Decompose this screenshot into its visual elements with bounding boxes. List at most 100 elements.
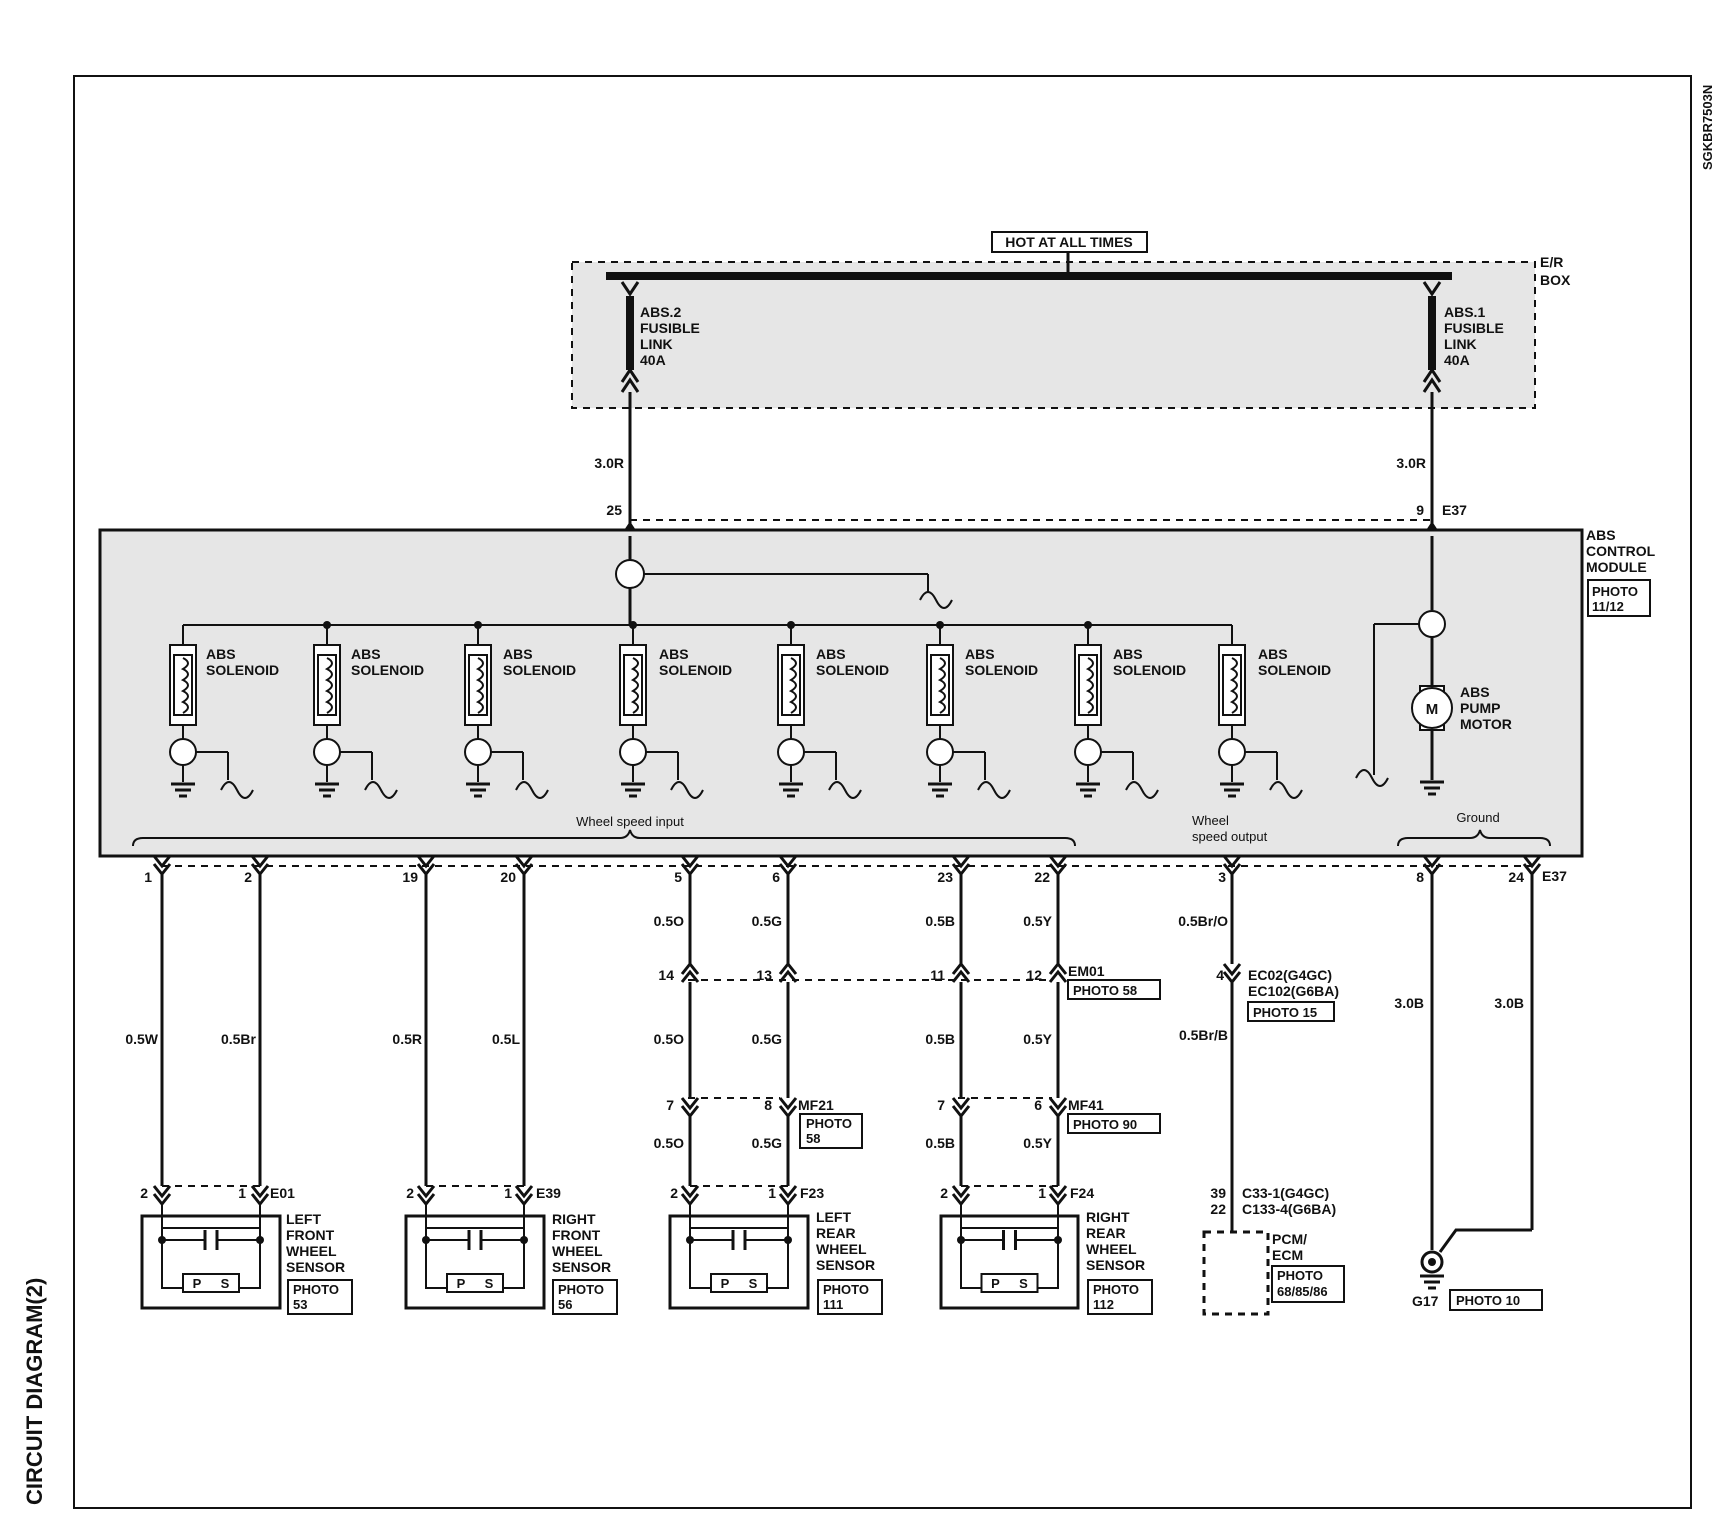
ground-g17-icon (1420, 1250, 1444, 1290)
pin-5: 5 (674, 869, 682, 885)
em01-pin-12: 12 (1026, 967, 1042, 983)
sensor-3-photo-1: PHOTO (823, 1282, 869, 1297)
mf21-pin-8: 8 (764, 1097, 772, 1113)
pcm-pin-22: 22 (1210, 1201, 1226, 1217)
doc-code: SGKBR7503N (1700, 85, 1715, 170)
wire-c23c: 0.5B (925, 1135, 955, 1151)
sensor-3-label-3: WHEEL (816, 1241, 867, 1257)
page-frame (73, 75, 1692, 1509)
solenoid-8-transistor (1218, 738, 1246, 766)
sensor-2-label-4: SENSOR (552, 1259, 611, 1275)
solenoid-8-label-a: ABS (1258, 646, 1288, 662)
abs-solenoid-8 (1218, 625, 1303, 799)
em01-pin-14: 14 (658, 967, 674, 983)
em01-pin-13: 13 (756, 967, 772, 983)
mf21-name: MF21 (798, 1097, 834, 1113)
sensor-3-label-4: SENSOR (816, 1257, 875, 1273)
wheel-speed-output-label-1: Wheel (1192, 813, 1229, 828)
solenoid-7-label-a: ABS (1113, 646, 1143, 662)
mf41-pin-7: 7 (937, 1097, 945, 1113)
sensor-1-ps-box (182, 1273, 240, 1293)
sensor-3-label-2: REAR (816, 1225, 856, 1241)
mf21-photo-1: PHOTO (806, 1116, 852, 1131)
abs-solenoid-7 (1074, 625, 1159, 799)
wire-pin-5-em01-chevron-b (680, 969, 700, 983)
solenoid-4-label-a: ABS (659, 646, 689, 662)
sensor-4-pin-2: 2 (940, 1185, 948, 1201)
sensor-3-photo-2: 111 (823, 1297, 843, 1312)
abs-control-module (98, 528, 1584, 858)
sensor-3-label-1: LEFT (816, 1209, 851, 1225)
wire-pin-5-em01-chevron (680, 961, 700, 975)
main-relay-transistor (615, 559, 645, 589)
solenoid-3-label-a: ABS (503, 646, 533, 662)
pump-motor-symbol: M (1426, 701, 1439, 718)
wire-c22b: 0.5Y (1023, 1031, 1052, 1047)
ground-photo-box (1449, 1289, 1543, 1311)
module-pin-chevron-7 (951, 855, 971, 869)
pin-3: 3 (1218, 869, 1226, 885)
sensor-2-photo-2: 56 (558, 1297, 572, 1312)
wire-pin-23-em01-chevron (951, 961, 971, 975)
solenoid-1-label-b: SOLENOID (206, 662, 279, 678)
sensor-2-label-1: RIGHT (552, 1211, 596, 1227)
pump-label-3: MOTOR (1460, 716, 1512, 732)
mf41-photo-box (1067, 1113, 1161, 1134)
solenoid-7-label-b: SOLENOID (1113, 662, 1186, 678)
fuse-abs2-line2: FUSIBLE (640, 320, 700, 336)
module-pin-chevron-5 (680, 855, 700, 869)
ec02-line1: EC02(G4GC) (1248, 967, 1332, 983)
mf41-pin-6: 6 (1034, 1097, 1042, 1113)
sensor-1-p: P (193, 1276, 202, 1291)
wire-pin-6-em01-chevron-b (778, 969, 798, 983)
sensor-4-connector: F24 (1070, 1185, 1094, 1201)
wire-pin-5-mf-chevron (680, 1097, 700, 1111)
wire-pin-19-sensor-chevron (416, 1185, 436, 1199)
sensor-4-p: P (991, 1276, 1000, 1291)
fusible-link-abs2 (620, 281, 640, 393)
module-pin-chevron-1 (152, 855, 172, 869)
wire-c22a: 0.5Y (1023, 913, 1052, 929)
abs-solenoid-1 (169, 625, 254, 799)
em01-photo-box (1067, 979, 1161, 1000)
em01-photo: PHOTO 58 (1073, 983, 1137, 998)
pin-8: 8 (1416, 869, 1424, 885)
wire-pin-6-mf-chevron (778, 1097, 798, 1111)
fuse-abs1-line2: FUSIBLE (1444, 320, 1504, 336)
wire-pin-20-sensor-chevron (514, 1185, 534, 1199)
ec02-photo: PHOTO 15 (1253, 1005, 1317, 1020)
abs-solenoid-2 (313, 625, 398, 799)
wire-g2: 3.0B (1494, 995, 1524, 1011)
em01-pin-11: 11 (930, 967, 945, 983)
sensor-4-label-4: SENSOR (1086, 1257, 1145, 1273)
sensor-1-label-2: FRONT (286, 1227, 335, 1243)
sensor-4-ps-box (980, 1273, 1039, 1293)
sensor-1-photo-box (287, 1279, 353, 1315)
er-box: E/R BOX (571, 254, 1571, 409)
module-pin-chevron-10 (1422, 855, 1442, 869)
sensor-4-photo-2: 112 (1093, 1297, 1114, 1312)
feed-left-wire: 3.0R (594, 455, 624, 471)
wire-c23b: 0.5B (925, 1031, 955, 1047)
ground-photo: PHOTO 10 (1456, 1293, 1520, 1308)
sensor-3-photo-box (817, 1279, 883, 1315)
wire-pin-22-em01-chevron-b (1048, 969, 1068, 983)
mf21-photo-box (799, 1113, 863, 1149)
module-pin-chevron-8 (1048, 855, 1068, 869)
power-bus (606, 272, 1452, 280)
wire-c22c: 0.5Y (1023, 1135, 1052, 1151)
pcm-photo-1: PHOTO (1277, 1268, 1323, 1283)
pcm-pin-39: 39 (1210, 1185, 1226, 1201)
wire-c19: 0.5R (392, 1031, 422, 1047)
module-pin-chevron-11 (1522, 855, 1542, 869)
pin-23: 23 (937, 869, 953, 885)
solenoid-4-transistor (619, 738, 647, 766)
pcm-photo-box (1271, 1265, 1345, 1303)
pcm-label-2: ECM (1272, 1247, 1303, 1263)
sensor-4-photo-box (1087, 1279, 1153, 1315)
wire-pin-6-sensor-chevron (778, 1185, 798, 1199)
solenoid-6-label-a: ABS (965, 646, 995, 662)
module-title-1: ABS (1586, 527, 1616, 543)
